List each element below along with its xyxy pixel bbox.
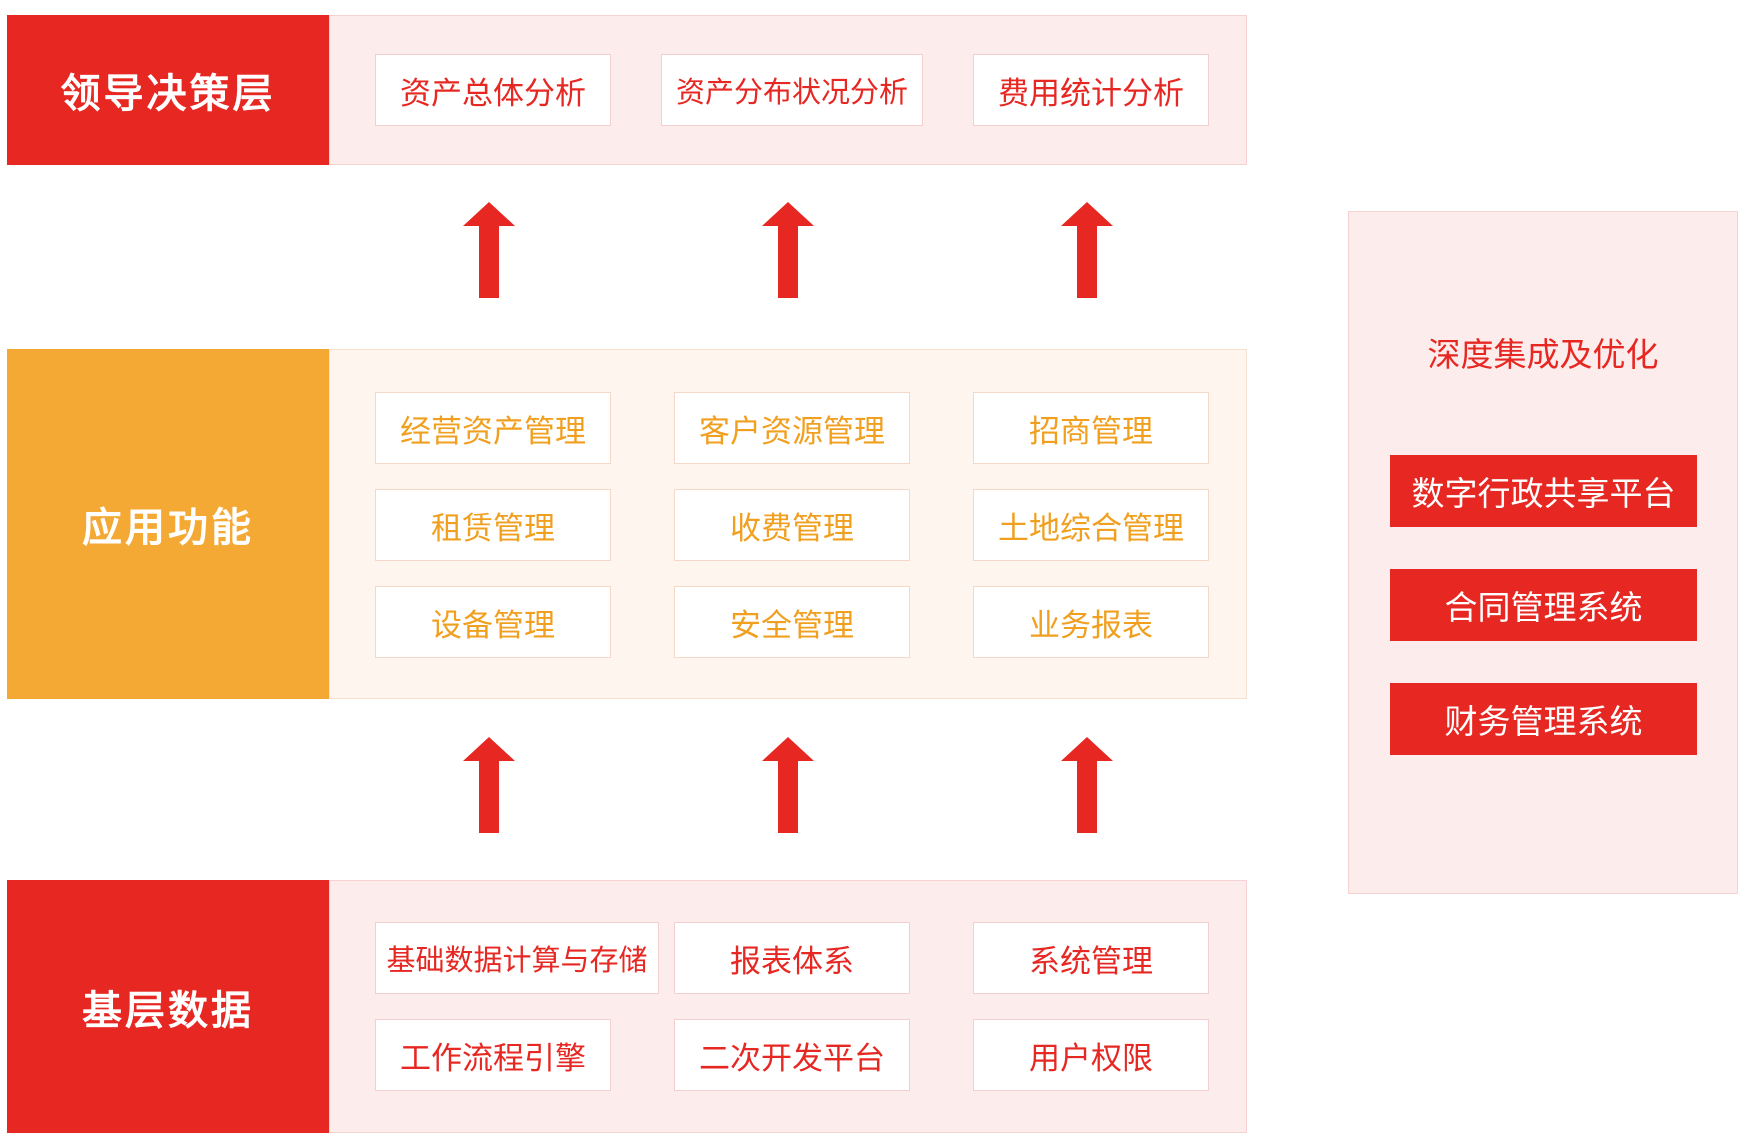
decision-layer: 领导决策层 资产总体分析 资产分布状况分析 费用统计分析 xyxy=(7,15,1247,165)
decision-item-asset-distribution: 资产分布状况分析 xyxy=(661,54,923,126)
system-contract-management: 合同管理系统 xyxy=(1390,569,1697,641)
app-item-security: 安全管理 xyxy=(674,586,910,658)
base-data-layer-label: 基层数据 xyxy=(7,880,329,1133)
application-layer: 应用功能 经营资产管理 客户资源管理 招商管理 租赁管理 收费管理 土地综合管理… xyxy=(7,349,1247,699)
application-layer-label: 应用功能 xyxy=(7,349,329,699)
application-layer-panel: 经营资产管理 客户资源管理 招商管理 租赁管理 收费管理 土地综合管理 设备管理… xyxy=(329,349,1247,699)
decision-layer-panel: 资产总体分析 资产分布状况分析 费用统计分析 xyxy=(329,15,1247,165)
app-item-investment: 招商管理 xyxy=(973,392,1209,464)
decision-item-cost-stats: 费用统计分析 xyxy=(973,54,1209,126)
base-item-dev-platform: 二次开发平台 xyxy=(674,1019,910,1091)
app-item-land: 土地综合管理 xyxy=(973,489,1209,561)
system-digital-admin-platform: 数字行政共享平台 xyxy=(1390,455,1697,527)
app-item-equipment: 设备管理 xyxy=(375,586,611,658)
up-arrow-icon xyxy=(1061,737,1113,833)
system-finance-management: 财务管理系统 xyxy=(1390,683,1697,755)
base-item-workflow-engine: 工作流程引擎 xyxy=(375,1019,611,1091)
up-arrow-icon xyxy=(463,737,515,833)
app-item-leasing: 租赁管理 xyxy=(375,489,611,561)
integration-panel: 深度集成及优化 数字行政共享平台 合同管理系统 财务管理系统 xyxy=(1348,211,1738,894)
decision-layer-label: 领导决策层 xyxy=(7,15,329,165)
up-arrow-icon xyxy=(1061,202,1113,298)
up-arrow-icon xyxy=(762,737,814,833)
up-arrow-icon xyxy=(762,202,814,298)
app-item-reports: 业务报表 xyxy=(973,586,1209,658)
base-item-data-storage: 基础数据计算与存储 xyxy=(375,922,659,994)
decision-item-asset-overall: 资产总体分析 xyxy=(375,54,611,126)
app-item-operating-assets: 经营资产管理 xyxy=(375,392,611,464)
base-item-system-mgmt: 系统管理 xyxy=(973,922,1209,994)
base-data-layer: 基层数据 基础数据计算与存储 报表体系 系统管理 工作流程引擎 二次开发平台 用… xyxy=(7,880,1247,1133)
base-item-user-permissions: 用户权限 xyxy=(973,1019,1209,1091)
base-item-report-system: 报表体系 xyxy=(674,922,910,994)
app-item-charging: 收费管理 xyxy=(674,489,910,561)
app-item-customer-resources: 客户资源管理 xyxy=(674,392,910,464)
integration-title: 深度集成及优化 xyxy=(1427,335,1659,374)
up-arrow-icon xyxy=(463,202,515,298)
base-data-layer-panel: 基础数据计算与存储 报表体系 系统管理 工作流程引擎 二次开发平台 用户权限 xyxy=(329,880,1247,1133)
